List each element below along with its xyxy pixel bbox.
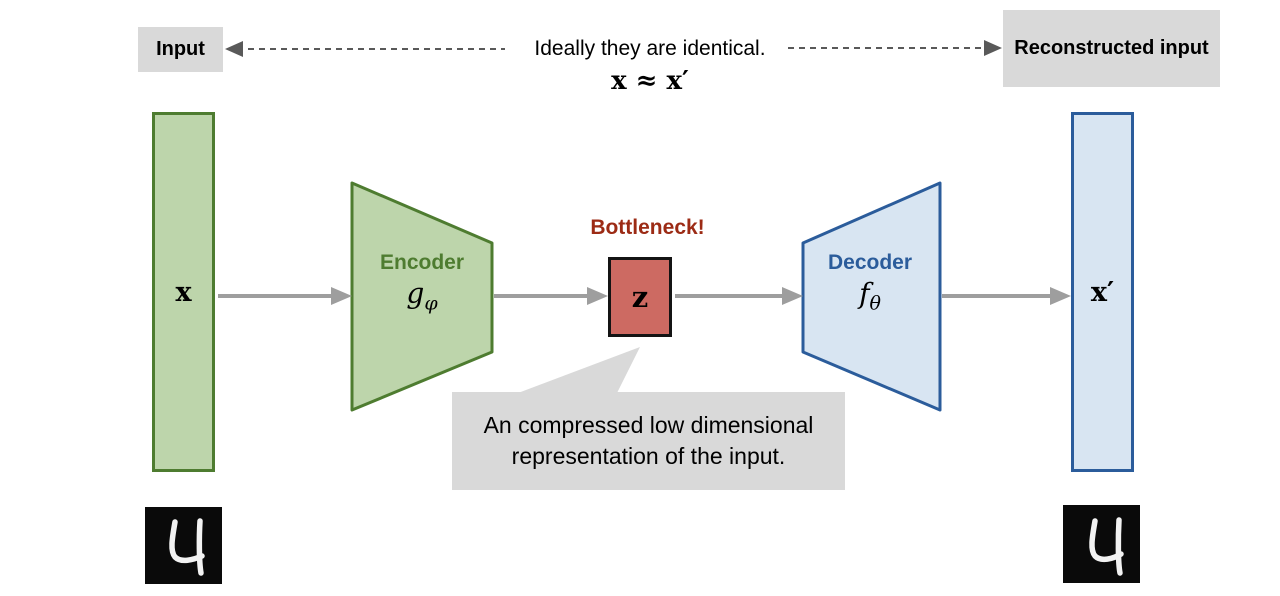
dashed-arrowhead-right-icon [984,40,1002,56]
arrowhead-bottleneck-to-decoder-icon [782,287,803,305]
callout-tail [518,347,640,393]
encoder-label: Encoder [379,251,465,274]
encoder-symbol-base: g [406,277,425,310]
encoder-symbol-sub: φ [424,292,438,315]
input-vector-label: x [175,276,192,308]
encoder-symbol: gφ [352,277,492,315]
bottleneck-code-label: z [631,280,649,314]
decoder-symbol: fθ [800,277,940,315]
bottleneck-title: Bottleneck! [590,216,705,239]
digit-stroke [169,519,205,564]
bottleneck-callout: An compressed low dimensional representa… [452,392,845,490]
decoder-label: Decoder [827,251,913,274]
input-digit-image [145,507,222,584]
input-label: Input [138,27,223,72]
digit-stroke [196,518,204,576]
arrowhead-decoder-to-output-icon [1050,287,1071,305]
decoder-symbol-base: f [859,277,870,310]
encoder-trapezoid [350,181,494,412]
output-vector-rect: x′ [1071,112,1134,472]
dashed-arrowhead-left-icon [225,41,243,57]
arrowhead-input-to-encoder-icon [331,287,352,305]
arrowhead-encoder-to-bottleneck-icon [587,287,608,305]
callout-line2: representation of the input. [511,443,786,469]
digit-stroke [1115,517,1123,576]
decoder-trapezoid [801,181,942,412]
identical-caption: Ideally they are identical. [534,37,766,60]
input-vector-rect: x [152,112,215,472]
decoder-symbol-sub: θ [869,292,881,315]
reconstructed-digit-image [1063,505,1140,583]
digit-background [145,507,222,584]
digit-stroke [1089,518,1124,563]
encoder-text: Encoder gφ [352,251,492,315]
output-vector-label: x′ [1090,276,1115,308]
decoder-text: Decoder fθ [800,251,940,315]
callout-line1: An compressed low dimensional [483,411,814,438]
reconstructed-input-label: Reconstructed input [1003,10,1220,87]
digit-background [1063,505,1140,583]
approx-equation: x ≈ x′ [611,66,689,96]
bottleneck-code-rect: z [608,257,672,337]
